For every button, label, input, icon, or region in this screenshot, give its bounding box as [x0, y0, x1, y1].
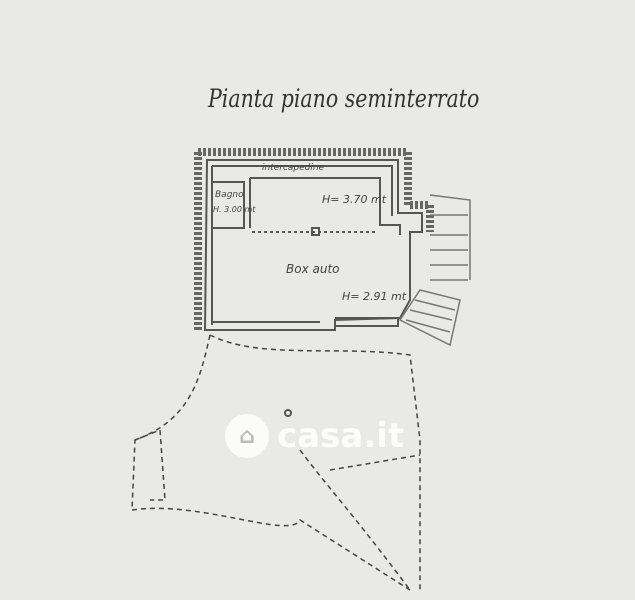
plan-title: Pianta piano seminterrato — [208, 84, 480, 113]
watermark: ⌂ casa.it — [225, 414, 404, 458]
label-bagno: Bagno — [215, 190, 244, 200]
house-logo-icon: ⌂ — [225, 414, 269, 458]
label-intercapedine: intercapedine — [262, 163, 325, 173]
earth-hatch — [198, 148, 434, 232]
label-box-height: H= 2.91 mt — [342, 290, 407, 303]
watermark-text: casa.it — [277, 416, 405, 456]
label-box-auto: Box auto — [286, 262, 340, 276]
label-upper-height: H= 3.70 mt — [322, 193, 387, 206]
label-bagno-height: H. 3.00 mt — [213, 205, 256, 214]
